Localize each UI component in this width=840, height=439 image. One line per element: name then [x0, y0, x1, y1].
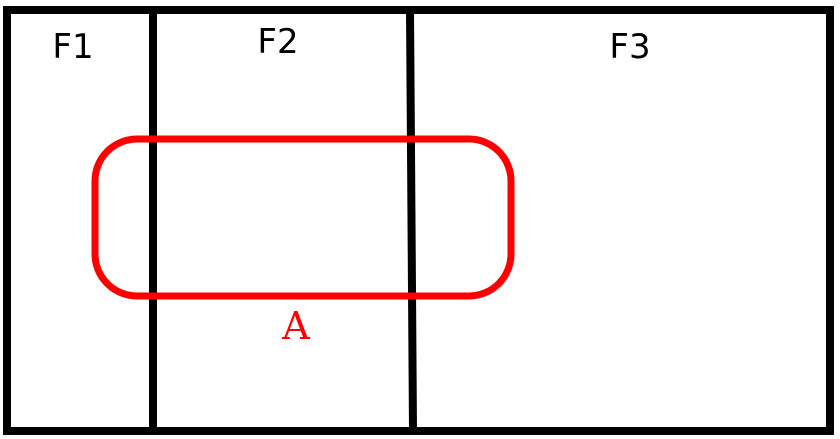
outer-frame: [3, 6, 834, 435]
partition-label-f1: F1: [52, 27, 93, 67]
partition-label-f2: F2: [257, 22, 298, 62]
divider-f2-f3: [406, 9, 417, 432]
set-a-region: [91, 135, 515, 300]
partition-label-f3: F3: [609, 27, 650, 67]
set-a-label: A: [281, 304, 310, 348]
